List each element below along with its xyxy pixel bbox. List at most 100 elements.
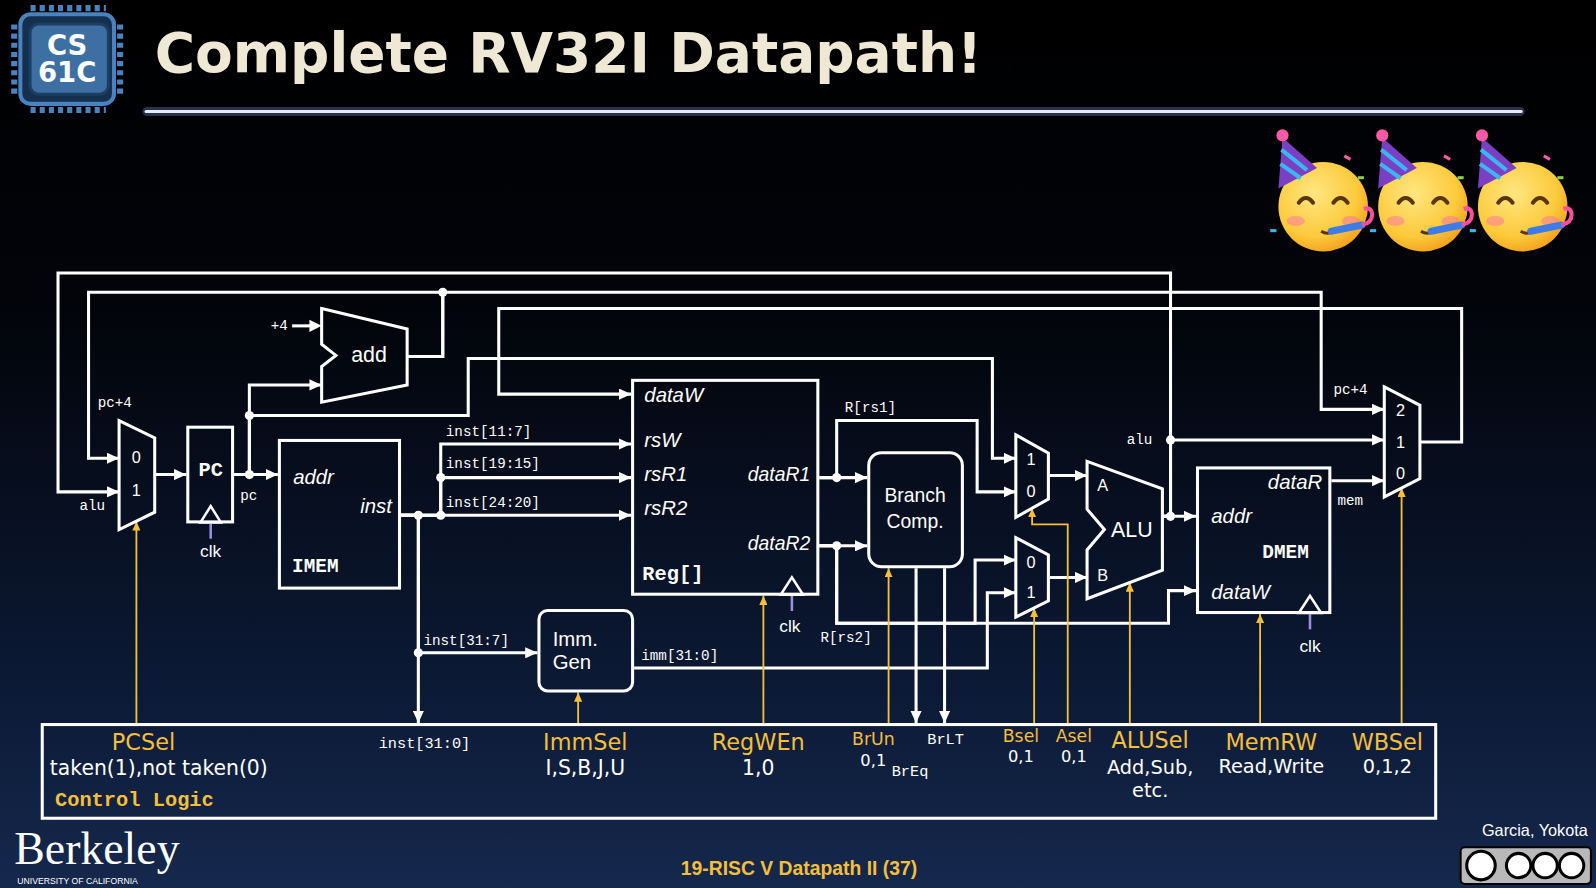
data-wire <box>89 292 443 458</box>
register-file-text: rsR1 <box>644 463 687 486</box>
pc-mux-shape <box>119 421 155 530</box>
pc-mux-outline <box>119 421 155 530</box>
license-icon <box>1506 853 1530 877</box>
data-wire <box>155 473 187 476</box>
data-memory-text: dataW <box>1211 581 1270 604</box>
instruction-memory-text: addr <box>293 466 334 489</box>
wire-label: imm[31:0] <box>641 649 718 663</box>
control-logic-text: Bsel <box>1003 726 1039 746</box>
data-wire <box>401 478 631 516</box>
control-logic-text: BrLT <box>927 732 964 750</box>
data-wire <box>819 546 1196 623</box>
control-signal <box>135 521 137 723</box>
clock-label: clk <box>200 542 221 562</box>
operand-b-mux-text: 0 <box>1027 554 1036 573</box>
control-logic-text: ALUSel <box>1112 727 1189 753</box>
data-memory-text: dataR <box>1268 471 1322 494</box>
logo-chip: CS 61C <box>28 22 109 95</box>
data-memory-text: DMEM <box>1262 543 1308 565</box>
pc-adder-text: add <box>351 343 387 368</box>
control-signal <box>1401 488 1403 723</box>
data-wire <box>401 444 631 515</box>
pc-mux-text: 1 <box>132 481 141 500</box>
data-memory: dataR addrDMEM dataW <box>1196 466 1331 614</box>
wire-label: inst[19:15] <box>446 457 540 471</box>
wire-label: pc+4 <box>98 396 132 410</box>
license-icon <box>1533 853 1557 877</box>
data-wire <box>401 514 631 517</box>
pc-adder: add <box>322 309 408 403</box>
register-file-text: rsW <box>644 428 680 451</box>
writeback-mux: 210 <box>1384 387 1420 497</box>
wire-label: mem <box>1337 494 1363 508</box>
party-emoji <box>1370 129 1472 251</box>
data-wire <box>401 515 537 652</box>
control-logic-text: taken(1),not taken(0) <box>50 757 268 780</box>
control-logic-text: BrUn <box>852 729 895 749</box>
control-signal <box>577 692 579 723</box>
data-wire <box>634 593 1016 668</box>
data-wire <box>943 568 946 723</box>
alu-shape <box>1087 461 1162 598</box>
operand-a-mux: 10 <box>1016 435 1049 517</box>
license-icon <box>1559 853 1583 877</box>
control-signal <box>1259 614 1261 723</box>
author-credit: Garcia, Yokota <box>1482 822 1588 841</box>
immediate-generator: Imm. Gen <box>537 609 634 693</box>
writeback-mux-shape <box>1384 387 1420 497</box>
clock-symbol <box>781 577 803 594</box>
register-file: dataWrsWrsR1rsR2dataR1dataR2Reg[] <box>631 379 819 596</box>
clock-symbol <box>201 506 221 522</box>
branch-comparator-text: Branch Comp. <box>874 484 955 534</box>
data-memory-text: addr <box>1211 505 1252 528</box>
operand-a-mux-shape <box>1016 435 1049 517</box>
data-wire <box>1331 479 1384 482</box>
logo-chip-frame <box>20 14 114 104</box>
data-wire <box>915 568 918 723</box>
alu-text: A <box>1097 476 1108 495</box>
university-subtitle: UNIVERSITY OF CALIFORNIA <box>17 877 138 886</box>
control-logic-text: ImmSel <box>543 729 627 755</box>
clock-label: clk <box>779 616 800 636</box>
control-logic-text: 0,1 <box>1061 747 1087 766</box>
alu-text: B <box>1097 567 1108 586</box>
pc-mux-text: 0 <box>132 449 141 468</box>
register-file-text: Reg[] <box>642 563 703 586</box>
clock-wire <box>209 523 212 538</box>
clock-symbol <box>1299 596 1321 613</box>
slide-footer: 19-RISC V Datapath II (37) <box>681 858 917 880</box>
register-file-text: dataW <box>644 383 703 406</box>
control-logic-text: WBSel <box>1352 729 1423 755</box>
control-logic-text: MemRW <box>1225 729 1317 755</box>
control-signal <box>888 568 890 723</box>
pc-register: PC <box>186 426 234 524</box>
control-logic-text: PCSel <box>112 729 175 755</box>
wire-label: inst[11:7] <box>446 425 532 439</box>
control-logic-text: 0,1,2 <box>1363 756 1412 778</box>
party-emoji <box>1270 129 1372 251</box>
control-logic-text: 0,1 <box>1008 747 1034 766</box>
wire-label: R[rs1] <box>845 401 896 415</box>
control-signal <box>1033 608 1035 723</box>
writeback-mux-text: 2 <box>1396 402 1405 421</box>
clock-wire <box>791 596 794 611</box>
data-wire <box>819 421 1015 492</box>
operand-b-mux-text: 1 <box>1027 583 1036 602</box>
control-logic-text: 0,1 <box>860 751 886 770</box>
license-icon <box>1467 851 1495 880</box>
control-logic: PCSeltaken(1),not taken(0)Control Logici… <box>41 723 1437 820</box>
writeback-mux-text: 1 <box>1396 434 1405 453</box>
pc-mux: 01 <box>119 421 155 530</box>
title-underline-glow <box>142 107 1524 116</box>
wire-label: alu <box>1127 433 1153 447</box>
wire-label: R[rs2] <box>820 630 871 644</box>
data-wire <box>1048 474 1087 477</box>
operand-a-mux-text: 1 <box>1027 451 1036 470</box>
register-file-text: rsR2 <box>644 496 687 519</box>
operand-a-mux-outline <box>1016 435 1049 517</box>
title-underline <box>145 110 1523 113</box>
constant-wire <box>292 324 310 327</box>
data-wire <box>499 309 1462 442</box>
control-logic-text: RegWEn <box>712 729 805 755</box>
pc-register-text: PC <box>198 459 222 482</box>
